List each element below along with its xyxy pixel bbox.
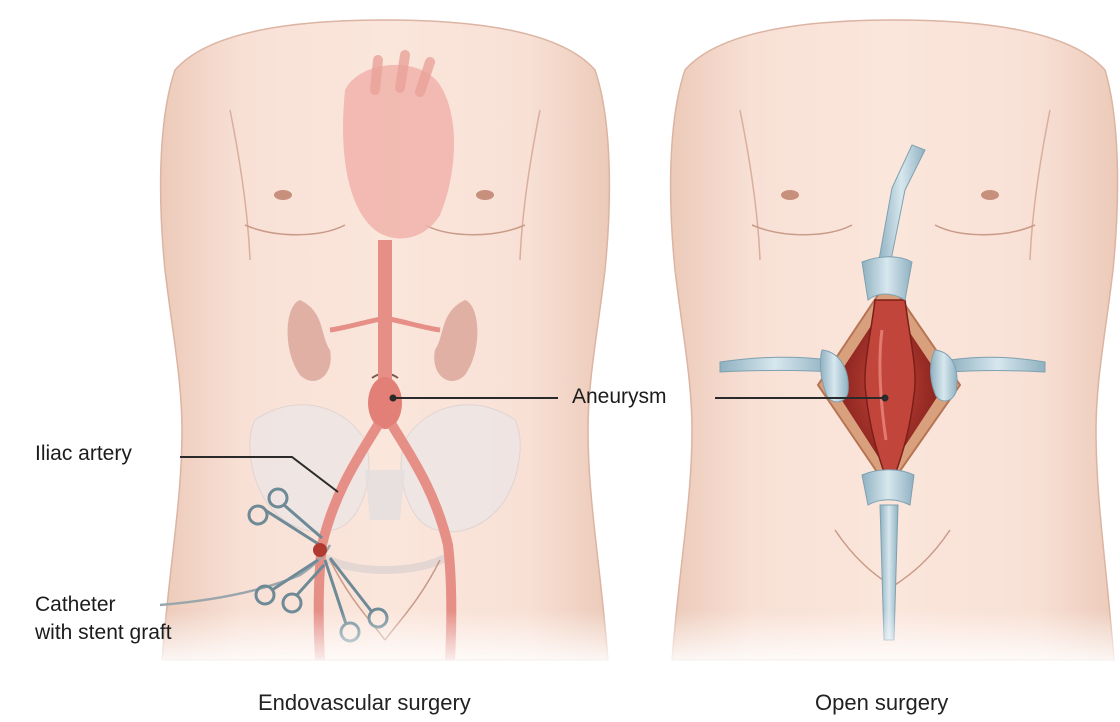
- aneurysm-dot-left: [390, 395, 397, 402]
- aneurysm-label: Aneurysm: [572, 384, 667, 410]
- left-torso: [160, 20, 609, 660]
- catheter-label-line1: Catheter: [35, 592, 116, 618]
- caption-endovascular-surgery: Endovascular surgery: [258, 690, 471, 716]
- aneurysm-dot-right: [882, 395, 889, 402]
- catheter-label-line2: with stent graft: [35, 620, 172, 646]
- right-torso: [671, 20, 1118, 660]
- caption-open-surgery: Open surgery: [815, 690, 948, 716]
- iliac-artery-label: Iliac artery: [35, 441, 132, 467]
